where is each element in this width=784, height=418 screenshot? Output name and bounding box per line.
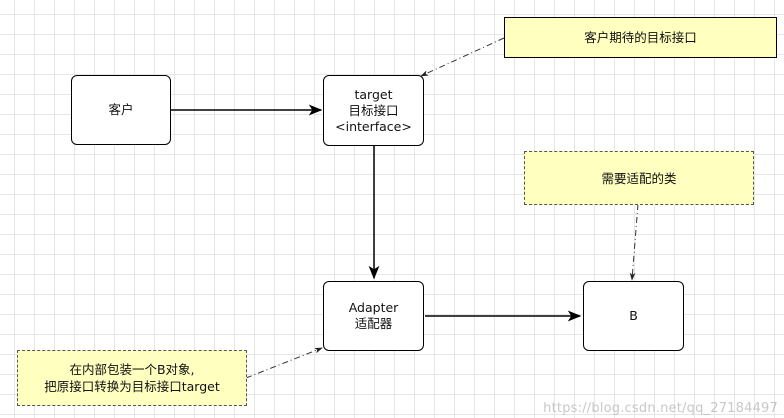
- client-node: 客户: [71, 75, 171, 145]
- watermark: https://blog.csdn.net/qq_27184497: [543, 401, 778, 416]
- adapter-node: Adapter 适配器: [323, 281, 424, 351]
- adapter-line-2: 适配器: [354, 316, 393, 331]
- client-label: 客户: [108, 102, 134, 117]
- b-note-text: 需要适配的类: [601, 170, 677, 186]
- edge-note-to-target: [420, 37, 505, 77]
- target-note-text: 客户期待的目标接口: [584, 30, 697, 45]
- edge-note-to-adapter: [245, 347, 323, 379]
- target-line-2: 目标接口: [348, 102, 399, 118]
- edge-note-to-b: [629, 203, 639, 281]
- adapter-note-line-2: 把原接口转换为目标接口target: [44, 379, 220, 394]
- target-interface-note: 客户期待的目标接口: [504, 17, 777, 58]
- adapter-note-line-1: 在内部包装一个B对象,: [69, 362, 195, 377]
- b-label: B: [629, 308, 638, 323]
- adapter-line-1: Adapter: [348, 300, 399, 315]
- b-node: B: [583, 281, 684, 351]
- adapter-note: 在内部包装一个B对象, 把原接口转换为目标接口target: [17, 350, 247, 406]
- target-line-1: target: [354, 86, 393, 102]
- target-interface-node: target 目标接口 <interface>: [323, 75, 424, 146]
- adaptee-note: 需要适配的类: [524, 151, 754, 205]
- target-line-3: <interface>: [335, 118, 412, 134]
